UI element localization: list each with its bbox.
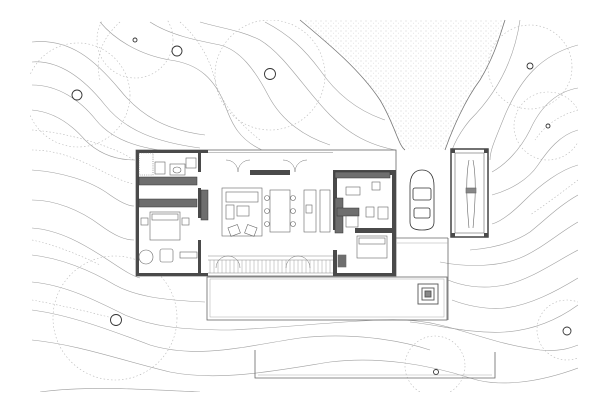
carport-interior — [454, 152, 485, 234]
house-floor-plan — [135, 149, 397, 277]
bathroom — [138, 152, 197, 176]
cabinetry — [138, 171, 391, 234]
carport — [450, 148, 489, 238]
driveway-edge-left — [299, 19, 406, 151]
driveway-edge-right — [444, 19, 506, 151]
gravel-driveway — [300, 20, 505, 150]
porch-slats — [209, 260, 331, 273]
topographic-contour-lines — [31, 20, 578, 392]
living-area — [221, 187, 331, 237]
glazing — [208, 149, 333, 274]
bedroom-right — [337, 181, 389, 268]
retaining-wall — [254, 350, 496, 379]
tree-trunks — [71, 37, 572, 375]
parked-car — [409, 169, 435, 231]
tree-canopy-circles — [30, 20, 578, 392]
planter — [417, 283, 439, 305]
terrace-deck — [206, 237, 449, 321]
bedroom-left — [138, 211, 198, 265]
